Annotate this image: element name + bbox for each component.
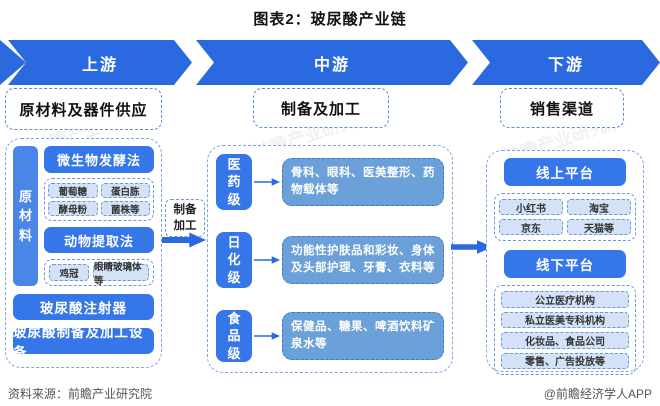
upstream-panel: 原材料 微生物发酵法 葡萄糖 蛋白胨 酵母粉 菌株等 动物提取法 鸡冠 眼睛玻璃… bbox=[5, 138, 162, 368]
raw-material-side-label: 原材料 bbox=[13, 146, 38, 286]
offline-channel: 零售、广告投放等 bbox=[501, 352, 629, 369]
animal-items-group: 鸡冠 眼睛玻璃体等 bbox=[44, 259, 154, 287]
syringe-box: 玻尿酸注射器 bbox=[13, 294, 154, 320]
offline-platform-box: 线下平台 bbox=[504, 250, 626, 278]
fermentation-item: 蛋白胨 bbox=[100, 183, 150, 198]
grade-row-food: 食品级 保健品、糖果、啤酒饮料矿泉水等 bbox=[216, 310, 444, 362]
offline-channel: 私立医美专科机构 bbox=[501, 311, 629, 328]
prep-processing-label: 制备加工 bbox=[165, 199, 205, 237]
offline-channels-group: 公立医疗机构 私立医美专科机构 化妆品、食品公司 零售、广告投放等 bbox=[494, 285, 636, 375]
fermentation-method-box: 微生物发酵法 bbox=[44, 146, 154, 173]
arrow-right-icon bbox=[254, 178, 280, 186]
banner-downstream: 下游 bbox=[472, 40, 660, 85]
pharma-applications-box: 骨科、眼科、医美整形、药物载体等 bbox=[282, 157, 444, 207]
food-applications-box: 保健品、糖果、啤酒饮料矿泉水等 bbox=[282, 311, 444, 361]
midstream-header: 制备及加工 bbox=[253, 88, 389, 128]
downstream-panel: 线上平台 小红书 淘宝 京东 天猫等 线下平台 公立医疗机构 私立医美专科机构 … bbox=[486, 150, 644, 375]
food-grade-box: 食品级 bbox=[216, 310, 252, 362]
online-channel: 天猫等 bbox=[567, 219, 631, 235]
online-channel: 淘宝 bbox=[567, 199, 631, 215]
daily-chemical-grade-box: 日化级 bbox=[216, 232, 252, 288]
fermentation-item: 葡萄糖 bbox=[48, 183, 98, 198]
midstream-panel: 医药级 骨科、眼科、医美整形、药物载体等 日化级 功能性护肤品和彩妆、身体及头部… bbox=[207, 145, 453, 373]
pharma-grade-text: 医药级 bbox=[227, 156, 241, 207]
daily-chemical-applications-box: 功能性护肤品和彩妆、身体及头部护理、牙膏、衣料等 bbox=[282, 235, 444, 285]
animal-item: 眼睛玻璃体等 bbox=[93, 262, 149, 287]
arrow-right-icon bbox=[254, 332, 280, 340]
fermentation-item: 菌株等 bbox=[100, 201, 150, 216]
online-channels-group: 小红书 淘宝 京东 天猫等 bbox=[494, 193, 636, 241]
offline-channel: 公立医疗机构 bbox=[501, 291, 629, 308]
upstream-header: 原材料及器件供应 bbox=[5, 88, 162, 130]
online-channel: 小红书 bbox=[499, 199, 563, 215]
banner-midstream: 中游 bbox=[196, 40, 468, 85]
pharma-grade-box: 医药级 bbox=[216, 154, 252, 210]
prep-processing-label-text: 制备加工 bbox=[173, 203, 197, 232]
offline-channel: 化妆品、食品公司 bbox=[501, 332, 629, 349]
food-grade-text: 食品级 bbox=[227, 310, 241, 361]
online-channel: 京东 bbox=[499, 219, 563, 235]
arrow-right-icon bbox=[254, 256, 280, 264]
source-note: 资料来源：前瞻产业研究院 bbox=[8, 387, 153, 401]
animal-extraction-box: 动物提取法 bbox=[44, 227, 154, 253]
stage-banner: 上游 中游 下游 bbox=[0, 40, 660, 85]
fermentation-items-group: 葡萄糖 蛋白胨 酵母粉 菌株等 bbox=[44, 178, 154, 221]
raw-material-side-label-text: 原材料 bbox=[19, 188, 33, 243]
processing-equipment-box: 玻尿酸制备及加工设备 bbox=[13, 325, 154, 360]
daily-chemical-grade-text: 日化级 bbox=[227, 234, 241, 285]
grade-row-pharma: 医药级 骨科、眼科、医美整形、药物载体等 bbox=[216, 154, 444, 210]
downstream-header: 销售渠道 bbox=[500, 88, 624, 128]
page-title: 图表2：玻尿酸产业链 bbox=[253, 11, 407, 28]
banner-upstream: 上游 bbox=[8, 40, 192, 85]
grade-row-daily-chemical: 日化级 功能性护肤品和彩妆、身体及头部护理、牙膏、衣料等 bbox=[216, 232, 444, 288]
fermentation-item: 酵母粉 bbox=[48, 201, 98, 216]
online-platform-box: 线上平台 bbox=[504, 158, 626, 186]
brand-note: @前瞻经济学人APP bbox=[543, 387, 652, 401]
animal-item: 鸡冠 bbox=[49, 264, 89, 281]
